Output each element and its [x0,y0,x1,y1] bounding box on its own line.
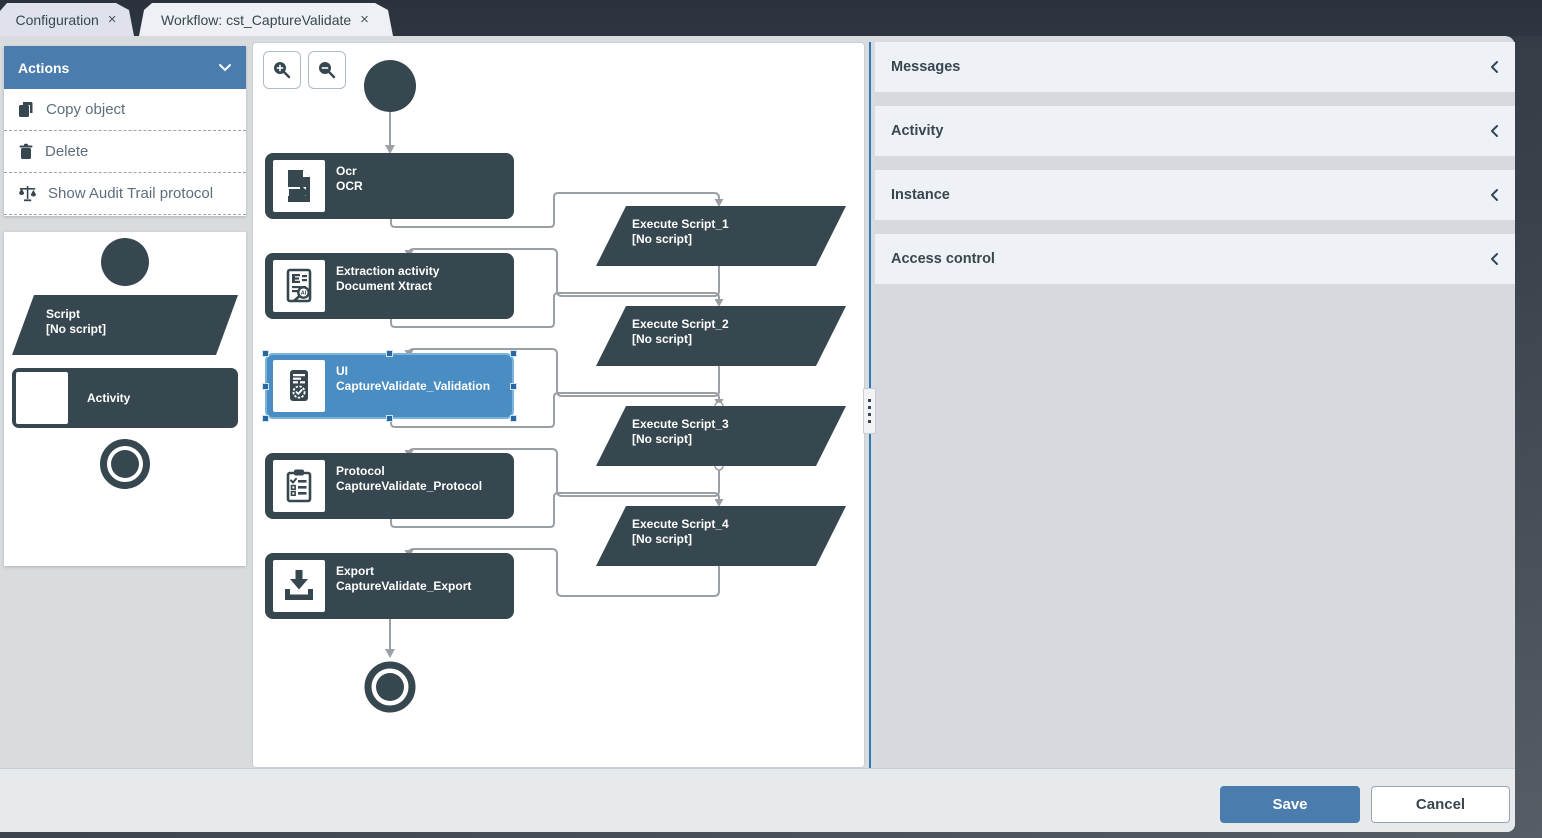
node-title: Ocr [336,164,357,178]
scales-icon [19,186,36,202]
script-node-3[interactable]: Execute Script_3 [No script] [596,406,846,466]
script-title: Execute Script_4 [632,517,729,531]
tab-bar: Configuration × Workflow: cst_CaptureVal… [0,0,1542,36]
chevron-left-icon [1491,189,1498,201]
section-label: Activity [891,123,944,139]
palette-activity-label: Activity [87,391,131,405]
node-subtitle: CaptureValidate_Validation [336,379,491,393]
connector-layer [364,60,724,713]
chevron-down-icon [219,64,231,72]
magnifier-minus-icon [319,62,336,79]
chevron-left-icon [1491,253,1498,265]
section-label: Access control [891,251,995,267]
actions-panel-header[interactable]: Actions [4,46,246,89]
node-subtitle: CaptureValidate_Protocol [336,479,483,493]
node-subtitle: CaptureValidate_Export [336,579,472,593]
section-access-control[interactable]: Access control [875,234,1515,284]
palette-script-title: Script [46,307,81,321]
tab-configuration[interactable]: Configuration × [0,3,134,36]
script-subtitle: [No script] [632,332,692,346]
section-activity[interactable]: Activity [875,106,1515,156]
activity-node-ui-validation[interactable]: UI CaptureValidate_Validation [262,350,517,422]
script-subtitle: [No script] [632,432,692,446]
close-icon[interactable]: × [360,11,369,28]
section-label: Messages [891,59,961,75]
selection-handle[interactable] [262,383,269,390]
script-title: Execute Script_2 [632,317,729,331]
node-subtitle: Document Xtract [336,279,433,293]
node-title: Protocol [336,464,385,478]
node-title: Extraction activity [336,264,440,278]
node-title: Export [336,564,375,578]
shape-palette: Script [No script] Activity [4,232,246,566]
tab-label: Configuration [15,11,99,28]
tab-workflow-cst-capturevalidate[interactable]: Workflow: cst_CaptureValidate × [139,3,393,36]
chevron-left-icon [1491,125,1498,137]
protocol-icon [286,469,312,503]
selection-handle[interactable] [386,350,393,357]
selection-handle[interactable] [510,415,517,422]
actions-title: Actions [18,59,70,76]
activity-node-ocr[interactable]: Ocr OCR [265,153,514,219]
cancel-button[interactable]: Cancel [1371,786,1510,823]
script-title: Execute Script_3 [632,417,729,431]
footer-bar: Save Cancel [0,768,1515,832]
activity-icon-placeholder [16,372,68,424]
save-button[interactable]: Save [1220,786,1360,823]
workflow-canvas[interactable]: Ocr OCR [252,42,865,768]
palette-start-node[interactable] [101,238,149,286]
selection-handle[interactable] [262,350,269,357]
activity-node-extraction[interactable]: AI Extraction activity Document Xtract [265,253,514,319]
chevron-left-icon [1491,61,1498,73]
palette-end-node[interactable] [100,439,150,489]
action-label: Delete [45,143,89,160]
magnifier-plus-icon [274,62,291,79]
script-subtitle: [No script] [632,532,692,546]
action-label: Copy object [46,101,126,118]
script-node-1[interactable]: Execute Script_1 [No script] [596,206,846,266]
section-label: Instance [891,187,950,203]
zoom-out-button[interactable] [308,51,346,89]
workspace: Actions Copy object Delete [0,36,1515,832]
action-copy-object[interactable]: Copy object [4,89,246,131]
action-show-audit-trail[interactable]: Show Audit Trail protocol [4,173,246,215]
activity-node-export[interactable]: Export CaptureValidate_Export [265,553,514,619]
script-subtitle: [No script] [632,232,692,246]
splitter-drag-handle[interactable] [863,388,876,434]
action-label: Show Audit Trail protocol [48,185,214,202]
validation-icon [290,370,308,401]
activity-node-protocol[interactable]: Protocol CaptureValidate_Protocol [265,453,514,519]
actions-panel: Actions Copy object Delete [4,46,246,216]
svg-text:AI: AI [301,291,307,297]
properties-panel: Messages Activity Instance Access contro… [875,42,1515,768]
extraction-icon: AI [286,268,312,303]
script-title: Execute Script_1 [632,217,729,231]
selection-handle[interactable] [510,383,517,390]
trash-icon [19,143,33,159]
ocr-icon [284,170,310,202]
node-title: UI [336,364,348,378]
script-node-2[interactable]: Execute Script_2 [No script] [596,306,846,366]
copy-icon [19,102,33,117]
tab-label: Workflow: cst_CaptureValidate [161,11,352,28]
close-icon[interactable]: × [107,11,117,28]
palette-script-subtitle: [No script] [46,322,106,336]
script-node-4[interactable]: Execute Script_4 [No script] [596,506,846,566]
selection-handle[interactable] [510,350,517,357]
section-instance[interactable]: Instance [875,170,1515,220]
palette-activity-node[interactable]: Activity [12,368,238,428]
palette-script-node[interactable]: Script [No script] [12,295,238,355]
selection-handle[interactable] [262,415,269,422]
section-messages[interactable]: Messages [875,42,1515,92]
selection-handle[interactable] [386,415,393,422]
action-delete[interactable]: Delete [4,131,246,173]
start-node[interactable] [364,60,416,112]
node-subtitle: OCR [336,179,363,193]
zoom-in-button[interactable] [263,51,301,89]
export-icon [285,570,313,600]
